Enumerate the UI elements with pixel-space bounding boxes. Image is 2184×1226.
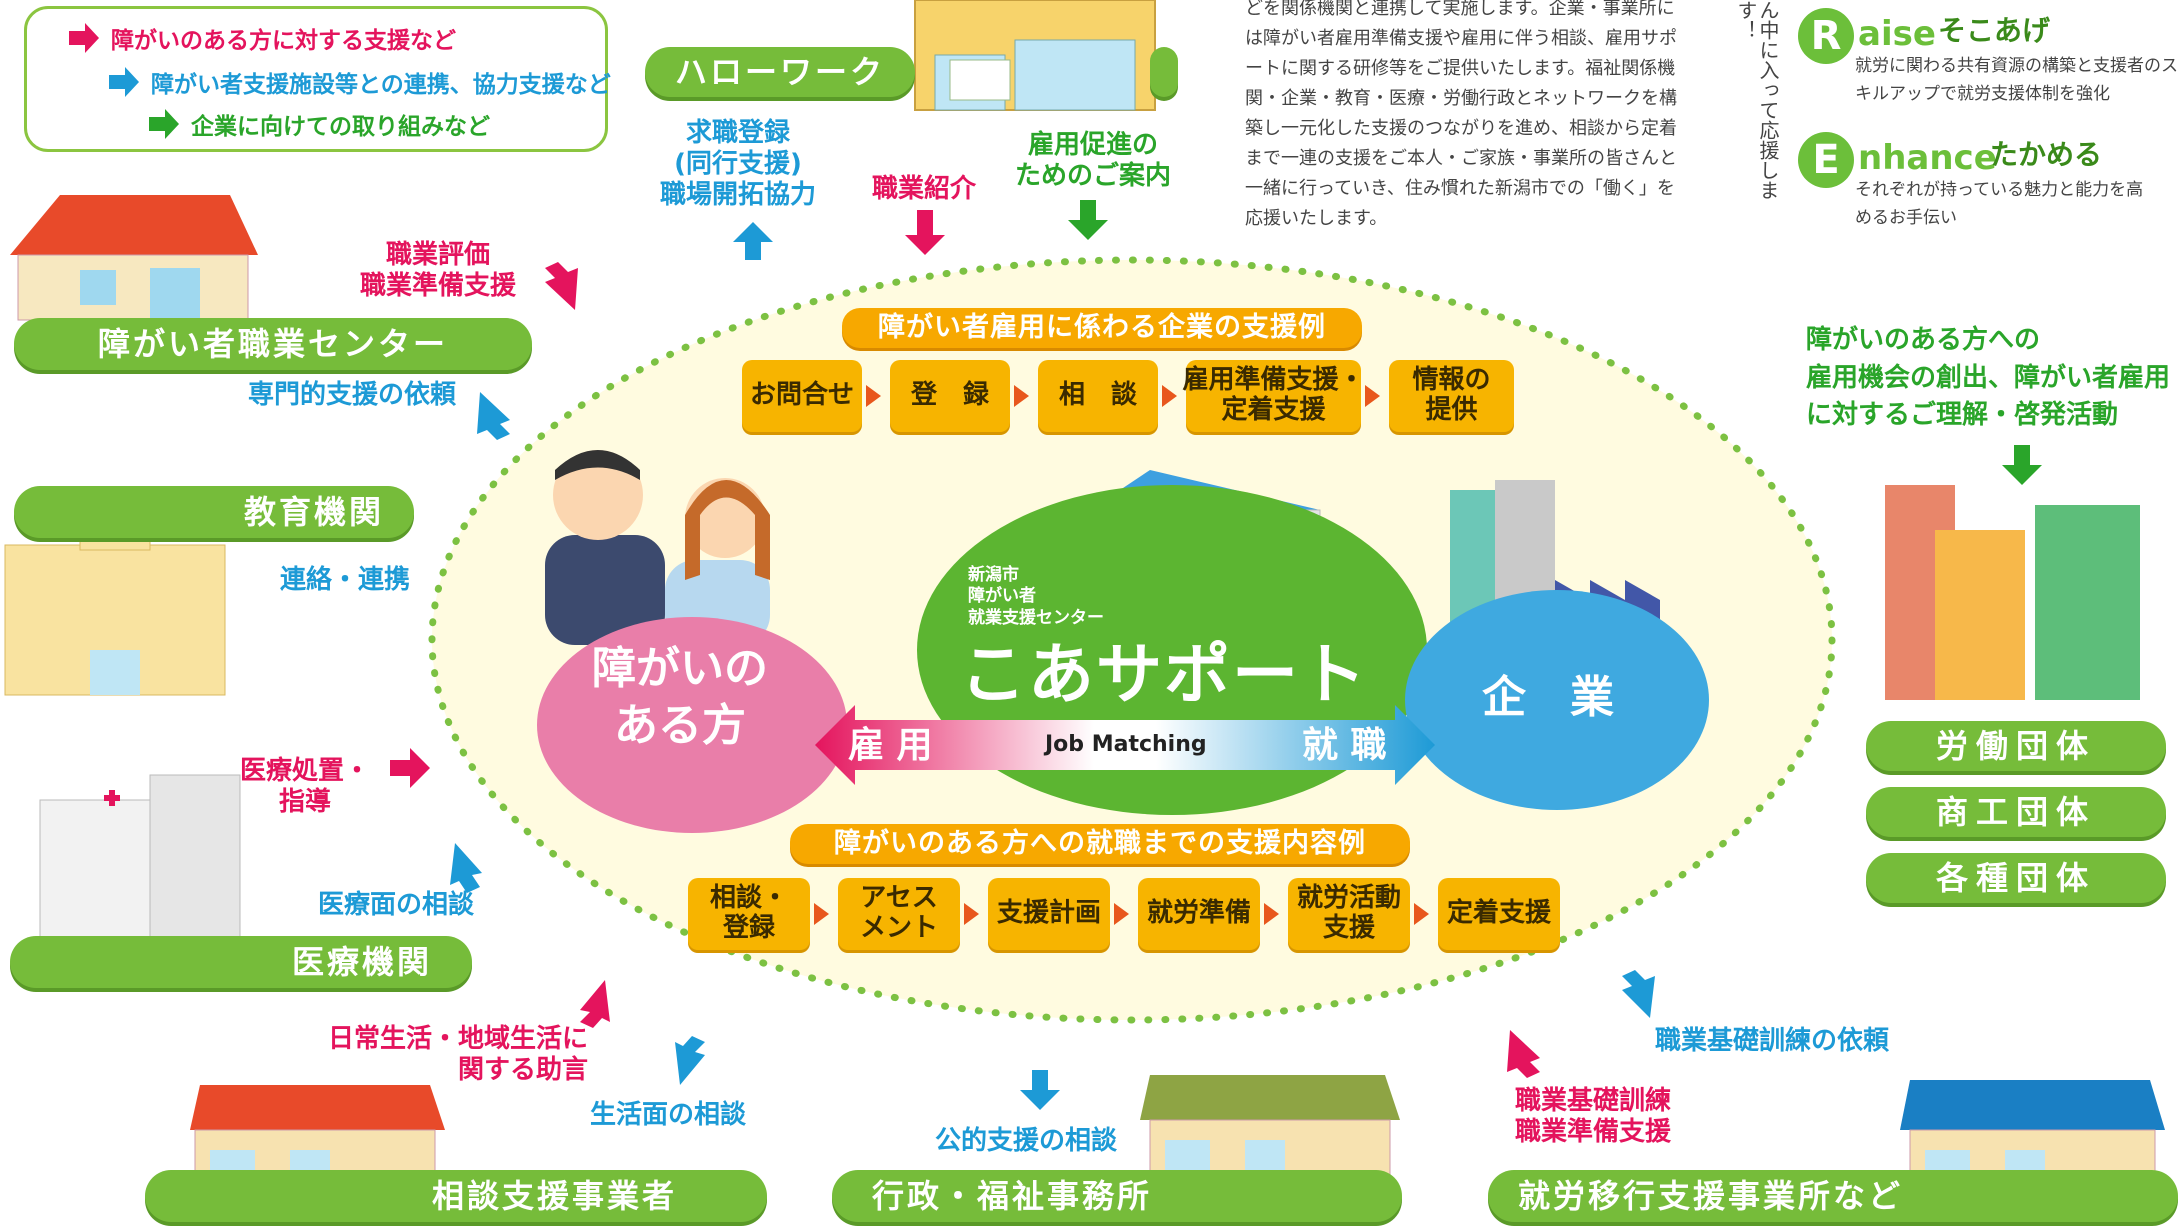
step-box: 相談・ 登録	[688, 878, 810, 950]
step-arrow-icon	[1365, 385, 1380, 407]
raise-letter: R	[1798, 8, 1854, 64]
commerce-org-banner: 商工団体	[1866, 787, 2166, 837]
core-support-name: こあサポート	[960, 636, 1368, 713]
right-arrow-icon	[390, 748, 430, 788]
diag-arrow-icon	[580, 980, 610, 1028]
legend-item-person: 障がいのある方に対する支援など	[67, 21, 456, 55]
step-arrow-icon	[1114, 903, 1129, 925]
training-support-label: 職業基礎訓練 職業準備支援	[1515, 1086, 1672, 1148]
diag-arrow-icon	[477, 392, 510, 440]
labor-org-banner: 労働団体	[1866, 721, 2166, 771]
right-arrow-icon	[69, 23, 99, 53]
employment-label: 雇 用	[848, 725, 933, 766]
promotion-label: 雇用促進の ためのご案内	[1015, 130, 1172, 192]
person-circle	[537, 617, 847, 833]
legend-label: 障がいのある方に対する支援など	[111, 28, 456, 54]
various-org-banner: 各種団体	[1866, 853, 2166, 903]
admin-banner: 行政・福祉事務所	[832, 1170, 1402, 1222]
hellowork-banner-tail	[1150, 47, 1178, 97]
hellowork-building-icon	[914, 0, 1156, 111]
raise-jp: そこあげ	[1938, 14, 2051, 47]
job-matching-label: Job Matching	[1045, 732, 1207, 757]
diag-arrow-icon	[450, 843, 482, 893]
education-banner: 教育機関	[14, 486, 414, 538]
person-circle-label: 障がいの ある方	[592, 643, 768, 752]
transition-banner: 就労移行支援事業所など	[1488, 1170, 2178, 1222]
right-arrow-icon	[149, 109, 179, 139]
company-support-title: 障がい者雇用に係わる企業の支援例	[842, 308, 1362, 348]
education-link-label: 連絡・連携	[280, 565, 411, 595]
enhance-desc: それぞれが持っている魅力と能力を高めるお手伝い	[1855, 180, 2144, 228]
enhance-jp: たかめる	[1990, 138, 2103, 171]
daily-life-advice-label: 日常生活・地域生活に 関する助言	[328, 1024, 589, 1086]
matching-arrow-bar	[815, 705, 1435, 785]
enhance-letter: E	[1798, 132, 1854, 188]
step-box: 登 録	[890, 360, 1010, 432]
step-box: 就労準備	[1138, 878, 1260, 950]
flow-arrows	[390, 200, 2042, 1110]
down-arrow-icon	[1020, 1070, 1060, 1110]
special-support-request-label: 専門的支援の依頼	[248, 380, 457, 410]
diag-arrow-icon	[1507, 1030, 1540, 1078]
vocational-eval-label: 職業評価 職業準備支援	[360, 240, 517, 302]
step-box: 相 談	[1038, 360, 1158, 432]
vertical-tagline: ん中に入って応援します！	[1734, 0, 1780, 200]
people-illustration	[545, 450, 770, 645]
job-entry-label: 就 職	[1302, 725, 1387, 766]
legend-item-company: 企業に向けての取り組みなど	[147, 107, 490, 141]
diag-arrow-icon	[675, 1036, 705, 1085]
person-support-title: 障がいのある方への就職までの支援内容例	[790, 824, 1410, 864]
step-box: アセス メント	[838, 878, 960, 950]
step-arrow-icon	[1162, 385, 1177, 407]
intro-text: どを関係機関と連携して実施します。企業・事業所には障がい者雇用準備支援や雇用に伴…	[1245, 0, 1677, 229]
raise-word: aise	[1858, 14, 1936, 54]
company-circle-label: 企 業	[1482, 672, 1614, 723]
medical-banner: 医療機関	[10, 936, 472, 988]
placement-label: 職業紹介	[872, 174, 977, 204]
step-box: 定着支援	[1438, 878, 1560, 950]
up-arrow-icon	[733, 222, 773, 260]
core-support-subtitle: 新潟市 障がい者 就業支援センター	[968, 565, 1104, 628]
medical-treatment-label: 医療処置・ 指導	[240, 756, 371, 818]
step-box: 就労活動 支援	[1288, 878, 1410, 950]
down-arrow-icon	[2002, 445, 2042, 485]
raise-desc: 就労に関わる共有資源の構築と支援者のスキルアップで就労支援体制を強化	[1855, 56, 2178, 104]
legend-label: 障がい者支援施設等との連携、協力支援など	[151, 72, 611, 98]
job-register-label: 求職登録 (同行支援) 職場開拓協力	[660, 118, 817, 211]
diag-arrow-icon	[545, 262, 578, 310]
step-box: 情報の 提供	[1389, 360, 1514, 432]
step-arrow-icon	[866, 385, 881, 407]
medical-consult-label: 医療面の相談	[318, 890, 475, 920]
step-arrow-icon	[814, 903, 829, 925]
enhance-word: nhance	[1858, 138, 1997, 178]
public-support-consult-label: 公的支援の相談	[935, 1126, 1118, 1156]
hellowork-banner: ハローワーク	[645, 47, 915, 97]
step-arrow-icon	[1264, 903, 1279, 925]
life-consult-label: 生活面の相談	[590, 1100, 747, 1130]
step-arrow-icon	[1014, 385, 1029, 407]
down-arrow-icon	[905, 210, 945, 255]
step-box: 雇用準備支援・ 定着支援	[1183, 360, 1365, 432]
legend-item-facility: 障がい者支援施設等との連携、協力支援など	[107, 65, 611, 99]
vocational-center-banner: 障がい者職業センター	[14, 318, 532, 370]
consultation-banner: 相談支援事業者	[145, 1170, 767, 1222]
down-arrow-icon	[1068, 200, 1108, 240]
legend-label: 企業に向けての取り組みなど	[191, 114, 490, 140]
office-towers-icon	[1885, 485, 2140, 700]
training-request-label: 職業基礎訓練の依頼	[1655, 1026, 1890, 1056]
company-circle	[1405, 590, 1709, 810]
step-box: 支援計画	[988, 878, 1110, 950]
step-box: お問合せ	[742, 360, 862, 432]
vocational-center-building-icon	[10, 195, 258, 321]
right-arrow-icon	[109, 67, 139, 97]
step-arrow-icon	[964, 903, 979, 925]
legend-box: 障がいのある方に対する支援など 障がい者支援施設等との連携、協力支援など 企業に…	[24, 6, 611, 152]
orgs-title: 障がいのある方への 雇用機会の創出、障がい者雇用 に対するご理解・啓発活動	[1806, 325, 2171, 431]
diag-arrow-icon	[1622, 970, 1655, 1018]
step-arrow-icon	[1414, 903, 1429, 925]
